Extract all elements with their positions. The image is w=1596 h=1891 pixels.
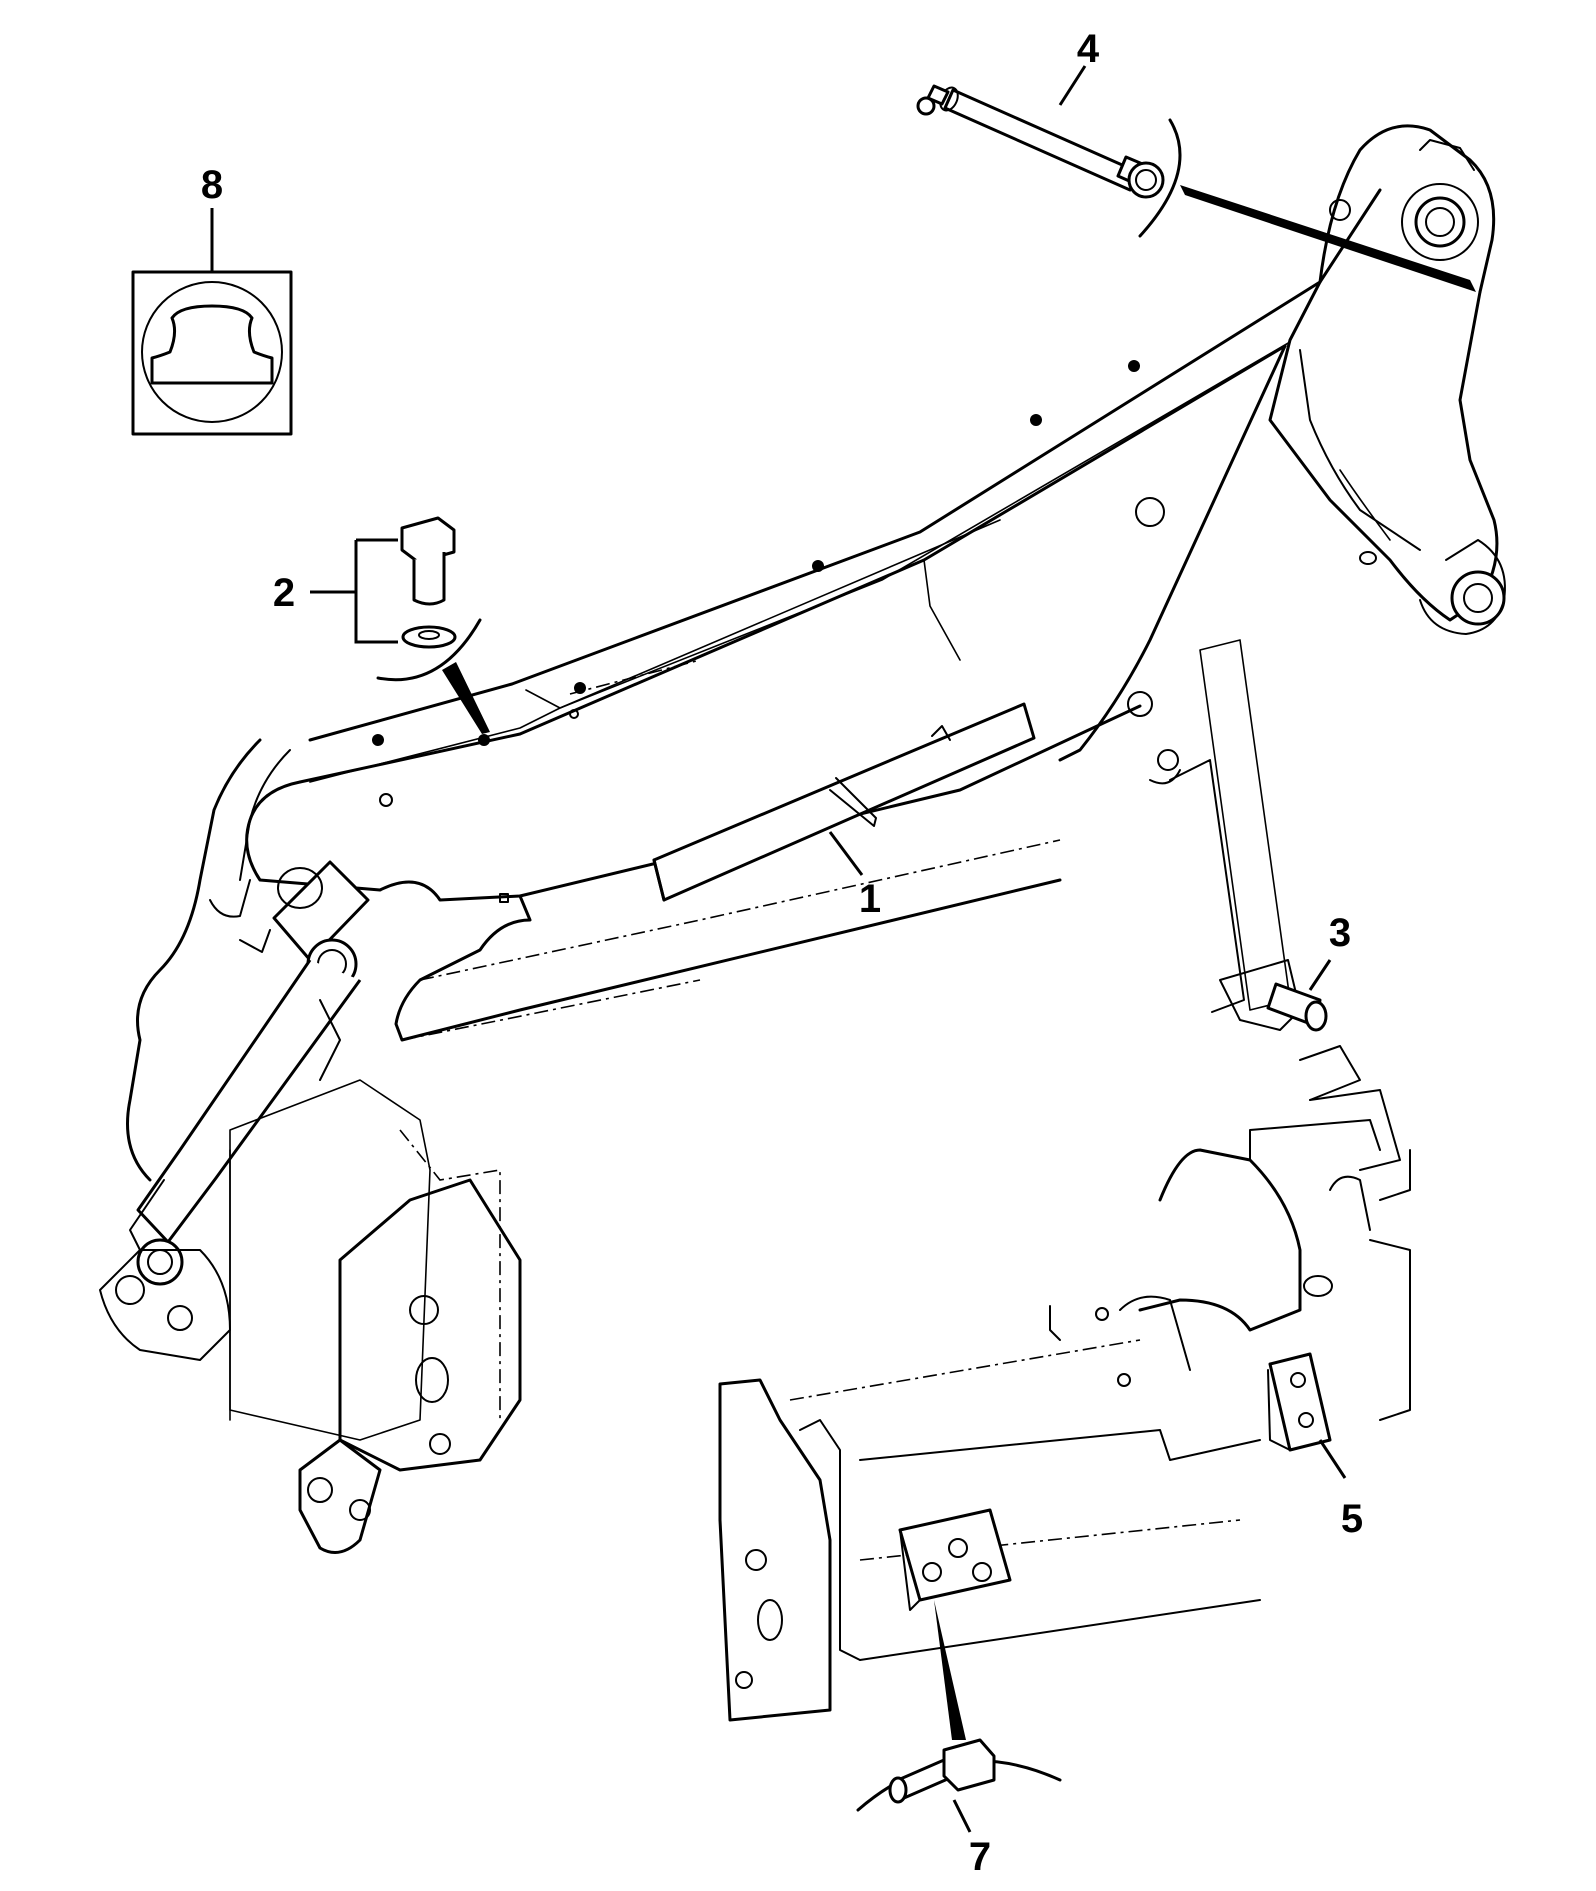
left-tilt-cylinder (129, 860, 370, 1286)
callout-4: 4 (1077, 27, 1100, 71)
bolt-washer-2 (310, 516, 490, 734)
main-loader-frame (126, 124, 1506, 1182)
callout-8: 8 (201, 163, 223, 207)
right-lift-cylinder (1149, 639, 1332, 1032)
callout-2: 2 (273, 571, 295, 615)
callout-5: 5 (1341, 1497, 1363, 1541)
left-coupler-bracket (99, 999, 522, 1554)
callout-3: 3 (1329, 911, 1351, 955)
coupler-detail-view (718, 1045, 1411, 1833)
callout-1: 1 (859, 877, 881, 921)
symbol-box-8 (131, 208, 293, 436)
callout-labels: 1 2 3 4 5 7 8 (201, 27, 1363, 1879)
callout-7: 7 (969, 1835, 991, 1879)
pin-4 (916, 65, 1476, 292)
